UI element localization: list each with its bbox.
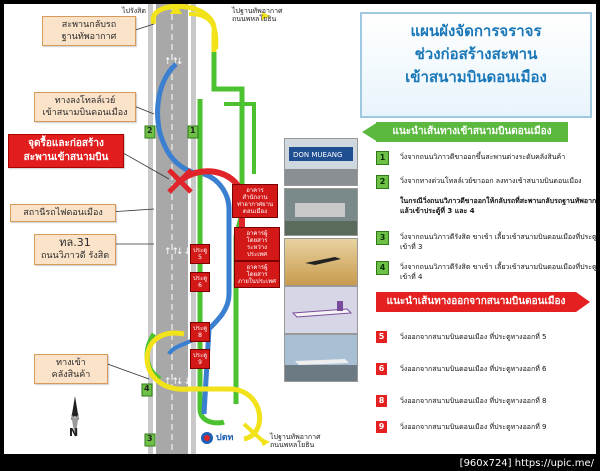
photo-plane-sunset — [284, 238, 358, 286]
route-description: วิ่งจากถนนวิภาวดีรังสิต ขาเข้า เลี้ยวเข้… — [400, 233, 596, 251]
route-description: วิ่งจากทางด่วนโทลล์เวย์ขาออก ลงทางเข้าสน… — [400, 177, 582, 185]
to-airbase-top-label: ไปฐานทัพอากาศถนนพหลโยธิน — [232, 7, 283, 23]
ptt-logo-icon — [201, 432, 213, 444]
route-description: วิ่งออกจากสนามบินดอนเมือง ที่ประตูทางออก… — [400, 423, 547, 431]
route-description: วิ่งออกจากสนามบินดอนเมือง ที่ประตูทางออก… — [400, 365, 547, 373]
svg-text:↓↓: ↓↓ — [176, 377, 191, 387]
svg-text:↓↓: ↓↓ — [176, 247, 191, 257]
map-number-2: 2 — [147, 126, 153, 135]
page-title: แผนผังจัดการจราจร ช่วงก่อสร้างสะพาน เข้า… — [360, 12, 592, 118]
photo-don-mueang-sign: DON MUEANG — [284, 138, 358, 186]
route-number-badge: 4 — [376, 261, 389, 275]
gate-9-marker: ประตู9 — [190, 349, 211, 369]
photo-thai-plane — [284, 286, 358, 334]
callout-train-station: สถานีรถไฟดอนเมือง — [10, 204, 116, 222]
svg-text:↑↑: ↑↑ — [164, 247, 179, 257]
route-number-badge: 6 — [376, 363, 387, 375]
route-number-badge: 8 — [376, 395, 387, 407]
gate-5-marker: ประตู5 — [190, 244, 211, 264]
route-number-badge: 2 — [376, 175, 389, 189]
svg-text:↓: ↓ — [176, 57, 184, 67]
route-number-badge: 3 — [376, 231, 389, 245]
lane-arrows: ↑↑ ↓ ↑↑ ↓↓ ↑↑ ↓↓ — [164, 57, 191, 387]
route-number-badge: 1 — [376, 151, 389, 165]
map-number-3: 3 — [147, 434, 153, 443]
route-number-badge: 9 — [376, 421, 387, 433]
svg-text:↑↑: ↑↑ — [164, 377, 179, 387]
building-airport-office: อาคารสำนักงานท่าอากาศยานดอนเมือง — [232, 184, 278, 218]
compass-letter: N — [69, 426, 78, 439]
photo1-sign-text: DON MUEANG — [293, 151, 342, 159]
entry-routes-banner: แนะนำเส้นทางเข้าสนามบินดอนเมือง — [376, 122, 568, 142]
route-description: วิ่งจากถนนวิภาวดีรังสิต ขาเข้า เลี้ยวเข้… — [400, 263, 596, 281]
building-international-terminal: อาคารผู้โดยสารระหว่างประเทศ — [234, 227, 280, 261]
route-description: ในกรณีวิ่งถนนวิภาวดีขาออกให้กลับรถที่สะพ… — [400, 197, 596, 215]
map-number-4: 4 — [144, 384, 150, 393]
construction-x-icon — [167, 168, 193, 194]
north-compass-icon: N — [69, 396, 79, 439]
ptt-logo-text: ปตท — [216, 433, 234, 443]
route-description: วิ่งออกจากสนามบินดอนเมือง ที่ประตูทางออก… — [400, 333, 547, 341]
route-description: วิ่งออกจากสนามบินดอนเมือง ที่ประตูทางออก… — [400, 397, 547, 405]
direction-arrow-icons — [170, 4, 270, 446]
svg-text:↑↑: ↑↑ — [164, 57, 179, 67]
callout-tollway-exit: ทางลงโทลล์เวย์เข้าสนามบินดอนเมือง — [34, 92, 136, 122]
to-rangsit-label: ไปรังสิต — [122, 7, 146, 15]
route-yellow-bottom — [144, 330, 262, 442]
map-number-1: 1 — [190, 126, 196, 135]
callout-cargo-entrance: ทางเข้าคลังสินค้า — [34, 354, 108, 384]
photo-plane-parked — [284, 334, 358, 382]
entry-arrow-icon — [362, 122, 378, 142]
route-number-badge: 5 — [376, 331, 387, 343]
callout-construction-point: จุดรื้อและก่อสร้างสะพานเข้าสนามบิน — [8, 134, 124, 168]
exit-routes-banner: แนะนำเส้นทางออกจากสนามบินดอนเมือง — [376, 292, 576, 312]
gate-8-marker: ประตู8 — [190, 322, 211, 342]
building-domestic-terminal: อาคารผู้โดยสารภายในประเทศ — [234, 261, 280, 288]
map-route-numbers — [141, 125, 199, 447]
callout-airbase-uturn: สะพานกลับรถฐานทัพอากาศ — [42, 16, 136, 46]
to-airbase-bottom-label: ไปฐานทัพอากาศถนนพหลโยธิน — [270, 433, 321, 449]
map-canvas: ↑↑ ↓ ↑↑ ↓↓ ↑↑ ↓↓ — [4, 4, 596, 454]
traffic-map: ↑↑ ↓ ↑↑ ↓↓ ↑↑ ↓↓ — [101, 4, 270, 454]
route-description: วิ่งจากถนนวิภาวดีขาออกขึ้นสะพานต่างระดับ… — [400, 153, 566, 161]
gate-6-marker: ประตู6 — [190, 272, 211, 292]
photo-terminal-aerial — [284, 188, 358, 236]
watermark: [960x724] https://upic.me/ — [459, 458, 594, 469]
exit-arrow-icon — [576, 292, 590, 312]
